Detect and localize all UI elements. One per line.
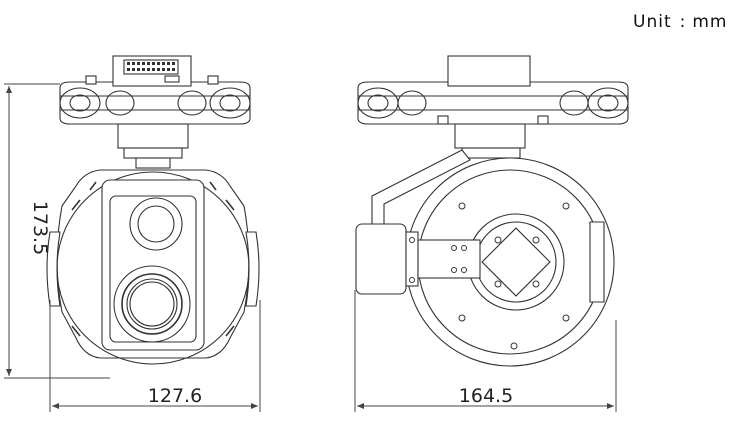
front-view <box>46 55 260 365</box>
connector-pin <box>162 62 165 65</box>
front-width-value: 127.6 <box>148 385 202 407</box>
connector-pin <box>142 68 145 71</box>
connector-pin <box>172 68 175 71</box>
connector-pin <box>127 62 130 65</box>
unit-separator: : <box>679 12 687 32</box>
unit-note: Unit:mm <box>633 12 727 32</box>
side-yaw-motor <box>454 123 526 159</box>
connector-pin <box>157 68 160 71</box>
connector-pin <box>157 62 160 65</box>
connector-pin <box>147 68 150 71</box>
front-mount-plate <box>59 75 251 125</box>
front-yaw-motor <box>117 123 189 169</box>
front-height-dimension: 173.5 <box>4 83 110 379</box>
connector-pin <box>172 62 175 65</box>
side-width-dimension: 164.5 <box>354 290 617 412</box>
connector-pin <box>147 62 150 65</box>
unit-value-text: mm <box>692 12 728 32</box>
side-width-value: 164.5 <box>459 385 513 407</box>
connector-pin <box>137 68 140 71</box>
front-width-dimension: 127.6 <box>49 300 261 412</box>
side-roll-motor <box>355 223 481 295</box>
connector-pin <box>132 62 135 65</box>
connector-pin <box>127 68 130 71</box>
side-mount-plate <box>357 81 629 125</box>
side-gimbal-body <box>405 157 615 367</box>
side-connector <box>447 55 531 87</box>
connector-pin <box>152 68 155 71</box>
front-gimbal-body <box>46 169 260 365</box>
front-height-value: 173.5 <box>29 201 51 255</box>
connector-pin <box>142 62 145 65</box>
front-connector <box>112 55 192 87</box>
connector-pin <box>167 68 170 71</box>
connector-pin <box>137 62 140 65</box>
side-view <box>355 55 629 367</box>
unit-label-text: Unit <box>633 12 672 32</box>
connector-pin <box>167 62 170 65</box>
connector-pin <box>152 62 155 65</box>
connector-pin <box>162 68 165 71</box>
connector-pin <box>132 68 135 71</box>
